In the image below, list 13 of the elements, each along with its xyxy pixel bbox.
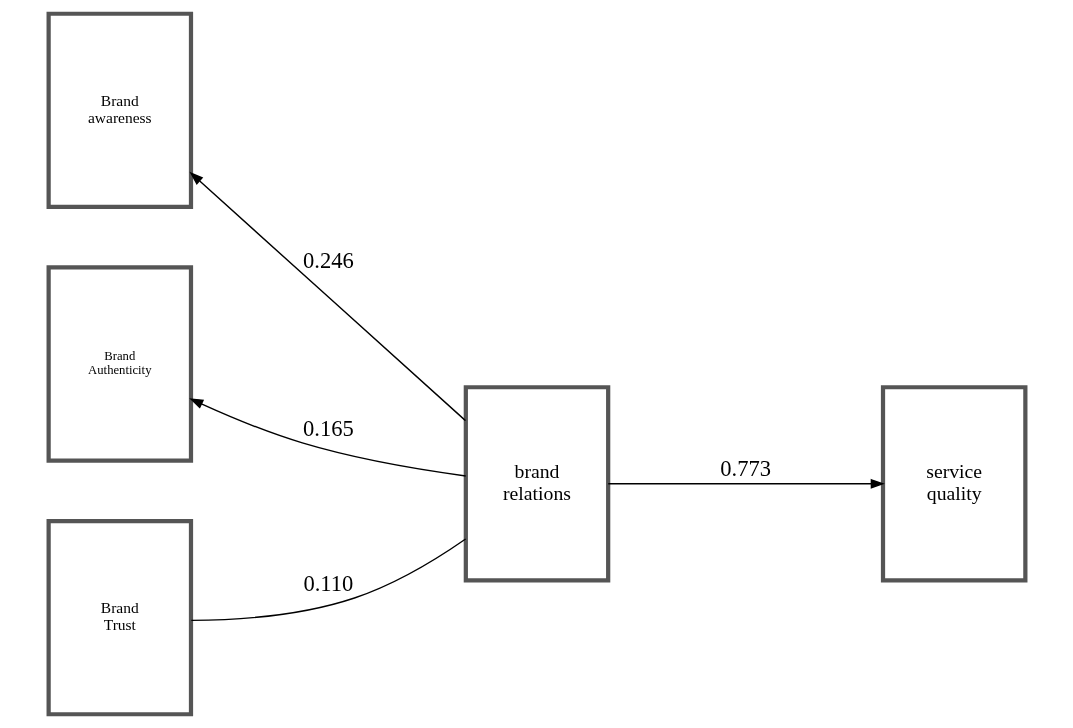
edge-label: 0.165 [302,415,354,441]
arrow [188,171,466,422]
edge-label: 0.110 [302,570,353,596]
connector [190,538,466,622]
arrow [188,398,466,477]
node-box: Brand Authenticity [46,265,193,463]
node-box: Brand awareness [46,11,193,209]
edge-label: 0.773 [719,456,771,482]
edge-label: 0.246 [302,247,354,273]
node-box: Brand Trust [46,519,193,717]
arrow [607,478,885,489]
node-box: service quality [880,385,1027,583]
node-box: brand relations [463,385,610,583]
